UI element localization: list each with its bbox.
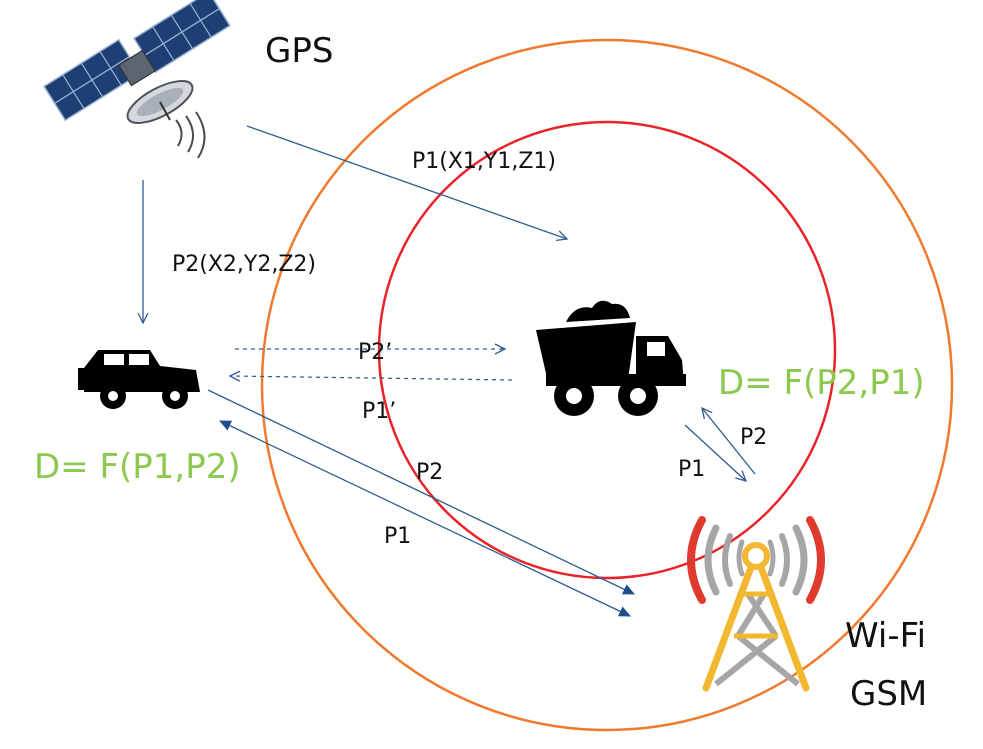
suv-car-icon [78, 350, 200, 409]
wifi-label: Wi-Fi [845, 616, 926, 656]
car-tower-arrow-upper [207, 389, 635, 595]
formula-left-label: D= F(P1,P2) [34, 447, 241, 487]
p1-prime-label: P1’ [362, 399, 396, 424]
p2-right-label: P2 [740, 425, 767, 450]
dump-truck-icon [536, 300, 686, 416]
truck-to-car-dashed-arrow [230, 376, 513, 380]
car-tower-arrow-lower [219, 420, 631, 617]
radio-tower-icon [687, 516, 825, 692]
p2-prime-label: P2’ [358, 340, 392, 365]
p2-coordinates-label: P2(X2,Y2,Z2) [172, 252, 316, 277]
tower-to-truck-arrow [702, 408, 756, 475]
p1-coordinates-label: P1(X1,Y1,Z1) [412, 149, 556, 174]
outer-coverage-circle [260, 38, 954, 732]
formula-right-label: D= F(P2,P1) [718, 363, 925, 403]
gps-label: GPS [265, 31, 333, 71]
truck-to-tower-arrow [684, 424, 746, 481]
p2-left-label: P2 [416, 460, 443, 485]
p1-left-label: P1 [384, 524, 411, 549]
gsm-label: GSM [850, 674, 927, 714]
satellite-icon [43, 0, 231, 159]
p1-right-label: P1 [678, 457, 705, 482]
gps-to-truck-arrow [246, 125, 567, 239]
